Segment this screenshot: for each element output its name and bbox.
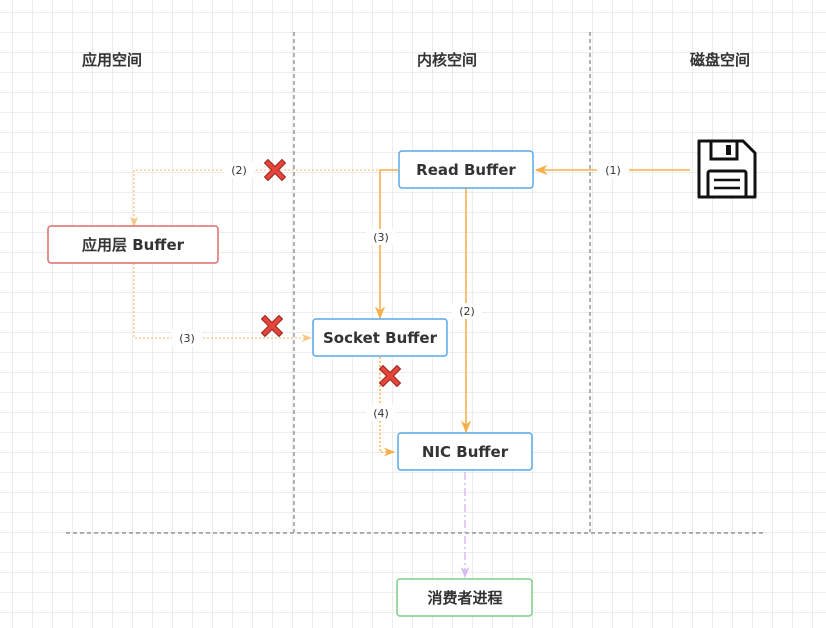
arrow-app-to-socket-buffer (133, 263, 313, 343)
step-label-1: (1) (605, 164, 621, 177)
consumer-process-box[interactable]: 消费者进程 (396, 578, 533, 617)
app-buffer-label: 应用层 Buffer (82, 236, 185, 254)
red-cross-icon (260, 314, 284, 338)
step-label-2-nic: (2) (459, 305, 475, 318)
step-label-4: (4) (373, 407, 389, 420)
arrow-read-to-app-buffer (129, 169, 398, 228)
nic-buffer-label: NIC Buffer (422, 443, 509, 461)
step-label-2-app: (2) (231, 164, 247, 177)
socket-buffer-box[interactable]: Socket Buffer (312, 318, 448, 357)
app-buffer-box[interactable]: 应用层 Buffer (47, 225, 219, 264)
read-buffer-box[interactable]: Read Buffer (398, 150, 534, 189)
step-label-3-socket: (3) (373, 231, 389, 244)
nic-buffer-box[interactable]: NIC Buffer (397, 432, 533, 471)
floppy-disk-icon (697, 139, 757, 199)
kernel-space-title: 内核空间 (417, 51, 477, 69)
app-space-title: 应用空间 (82, 51, 142, 69)
arrow-socket-to-nic-buffer (379, 357, 396, 457)
disk-space-title: 磁盘空间 (690, 51, 750, 69)
red-cross-icon (263, 158, 287, 182)
red-cross-icon (378, 364, 402, 388)
step-label-3-app: (3) (179, 332, 195, 345)
read-buffer-label: Read Buffer (416, 161, 516, 179)
consumer-process-label: 消费者进程 (427, 589, 502, 607)
arrow-read-to-socket-buffer (374, 169, 398, 320)
socket-buffer-label: Socket Buffer (323, 329, 438, 347)
